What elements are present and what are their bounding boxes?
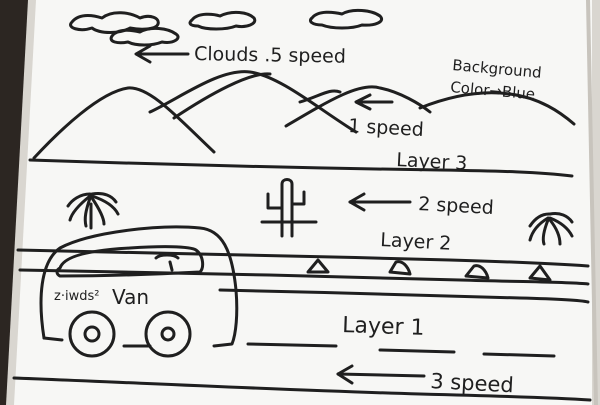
road-dash	[378, 348, 456, 354]
layer2-top-line	[16, 248, 590, 268]
left-arrow-icon	[134, 44, 190, 64]
desert-speed-label: 2 speed	[418, 193, 495, 219]
rock-sketch	[306, 258, 552, 282]
road-top-line	[218, 288, 590, 304]
road-bottom-line	[12, 376, 592, 402]
road-dash	[482, 352, 556, 358]
left-arrow-icon	[354, 93, 394, 111]
layer2-label: Layer 2	[380, 229, 452, 255]
van-label: Van	[112, 285, 149, 309]
left-arrow-icon	[348, 192, 412, 212]
palm-tree-sketch	[528, 212, 574, 246]
layer1-label: Layer 1	[342, 313, 425, 341]
van-wheel	[144, 310, 192, 358]
van-sketch	[39, 225, 239, 358]
mountains-speed-label: 1 speed	[348, 115, 425, 141]
cloud-sketch	[69, 8, 383, 47]
palm-tree-sketch	[66, 192, 120, 230]
layer3-ground-line	[28, 158, 574, 178]
van-wheel	[68, 310, 116, 358]
left-arrow-icon	[336, 364, 426, 385]
layer3-label: Layer 3	[396, 149, 468, 175]
clouds-label: Clouds .5 speed	[194, 43, 346, 68]
layer2-bottom-line	[18, 268, 590, 286]
road-dash	[246, 342, 338, 348]
road-speed-label: 3 speed	[430, 369, 515, 397]
mountain-sketch	[32, 70, 576, 160]
cactus-sketch	[260, 178, 318, 238]
van-scribble: z·iwds²	[54, 289, 99, 304]
